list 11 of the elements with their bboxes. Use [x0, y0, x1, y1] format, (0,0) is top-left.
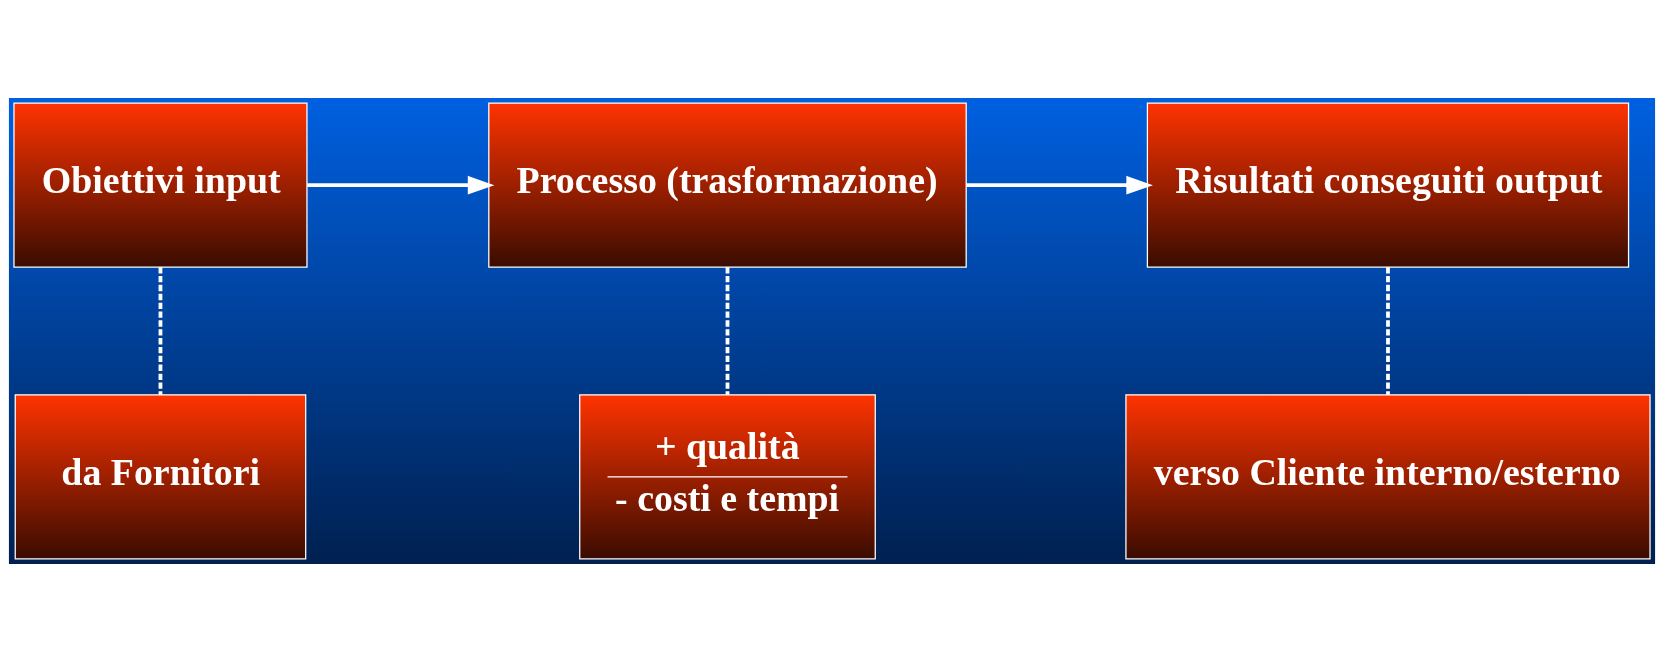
- arrow: [307, 175, 495, 195]
- node-box: Obiettivi input: [13, 102, 308, 268]
- node-box: da Fornitori: [14, 394, 307, 560]
- node-box: verso Cliente interno/esterno: [1125, 394, 1651, 560]
- node-box: Processo (trasformazione): [488, 102, 967, 268]
- connector: [158, 267, 163, 395]
- node-box: Risultati conseguiti output: [1146, 102, 1630, 268]
- node-box: + qualità - costi e tempi: [579, 394, 876, 560]
- arrow: [966, 175, 1153, 195]
- connector: [725, 267, 730, 395]
- connector: [1386, 267, 1390, 395]
